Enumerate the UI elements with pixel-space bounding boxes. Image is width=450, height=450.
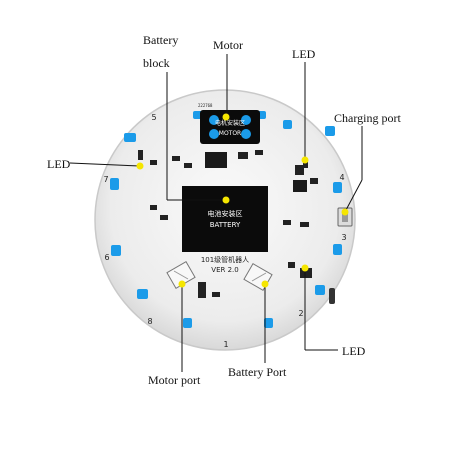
resistor [255, 150, 263, 155]
hole [264, 318, 273, 328]
edge-number-2: 2 [298, 309, 303, 318]
ic-chip [205, 152, 227, 168]
motor-area [200, 110, 260, 144]
callout-line-led-left [69, 162, 141, 167]
hole [315, 285, 325, 295]
hole [111, 245, 121, 256]
edge-number-4: 4 [339, 173, 344, 182]
smd-components [138, 150, 318, 298]
motor-hole [241, 115, 251, 125]
hole [283, 120, 292, 129]
motor-port-connector [166, 261, 196, 289]
transistor [300, 268, 312, 278]
led-right-smd [303, 160, 308, 168]
connector-pin-line [173, 270, 189, 280]
resistor [212, 292, 220, 297]
battery-chip-label-cn: 电池安装区 [208, 209, 243, 218]
motor-block: 电机安装区 MOTOR [200, 110, 260, 144]
marker-led-left [136, 162, 144, 170]
resistor [184, 163, 192, 168]
yellow-markers [136, 113, 349, 288]
label-battery-block-2: block [143, 56, 170, 70]
resistor [150, 160, 157, 165]
marker-motor-port [178, 280, 186, 288]
edge-numbers: 1 2 3 4 5 6 7 8 [103, 113, 346, 349]
battery-block: 电池安装区 BATTERY [182, 186, 268, 252]
resistor [150, 205, 157, 210]
edge-number-3: 3 [341, 233, 346, 242]
callout-line-charging-diag [345, 179, 363, 211]
marker-motor [222, 113, 230, 121]
label-battery-block-1: Battery [143, 33, 178, 47]
board-version: VER 2.0 [211, 266, 238, 274]
resistor-array [198, 282, 206, 298]
hole [183, 318, 192, 328]
marker-charging [341, 208, 349, 216]
connector-pin-line [251, 272, 267, 282]
edge-number-1: 1 [223, 340, 228, 349]
motor-hole [209, 129, 219, 139]
capacitor [238, 152, 248, 159]
edge-number-7: 7 [103, 175, 108, 184]
label-led-bottom: LED [342, 344, 366, 358]
motor-chip-label-cn: 电机安装区 [215, 119, 245, 127]
transistor [295, 165, 304, 175]
usb-opening [342, 212, 348, 222]
resistor [172, 156, 180, 161]
charging-port [337, 207, 353, 227]
hole [110, 178, 119, 190]
battery-area [182, 186, 268, 252]
motor-hole [241, 129, 251, 139]
motor-hole [209, 115, 219, 125]
callout-lines [69, 54, 363, 372]
marker-battery-block [222, 196, 230, 204]
ic-chip [293, 180, 307, 192]
resistor [160, 215, 168, 220]
side-switch [329, 288, 335, 304]
label-motor-port: Motor port [148, 373, 201, 387]
label-charging-port: Charging port [334, 111, 401, 125]
label-battery-port: Battery Port [228, 365, 287, 379]
hole [325, 126, 335, 136]
hole [124, 133, 136, 142]
board-title: 101级管机器人 [201, 255, 249, 264]
resistor [288, 262, 295, 268]
resistor [310, 178, 318, 184]
label-led-top: LED [292, 47, 316, 61]
motor-chip-label-en: MOTOR [219, 130, 241, 137]
board-code: 222768 [198, 103, 213, 108]
edge-number-6: 6 [104, 253, 109, 262]
battery-chip-label-en: BATTERY [210, 221, 241, 229]
marker-led-top [301, 156, 309, 164]
label-motor: Motor [213, 38, 243, 52]
marker-battery-port [261, 280, 269, 288]
hole [333, 182, 342, 193]
marker-led-bottom [301, 264, 309, 272]
led-left-smd [138, 150, 143, 160]
hole [333, 244, 342, 255]
resistor [283, 220, 291, 225]
edge-number-8: 8 [147, 317, 152, 326]
hole [137, 289, 148, 299]
label-led-left: LED [47, 157, 71, 171]
resistor [300, 222, 309, 227]
edge-number-5: 5 [151, 113, 156, 122]
